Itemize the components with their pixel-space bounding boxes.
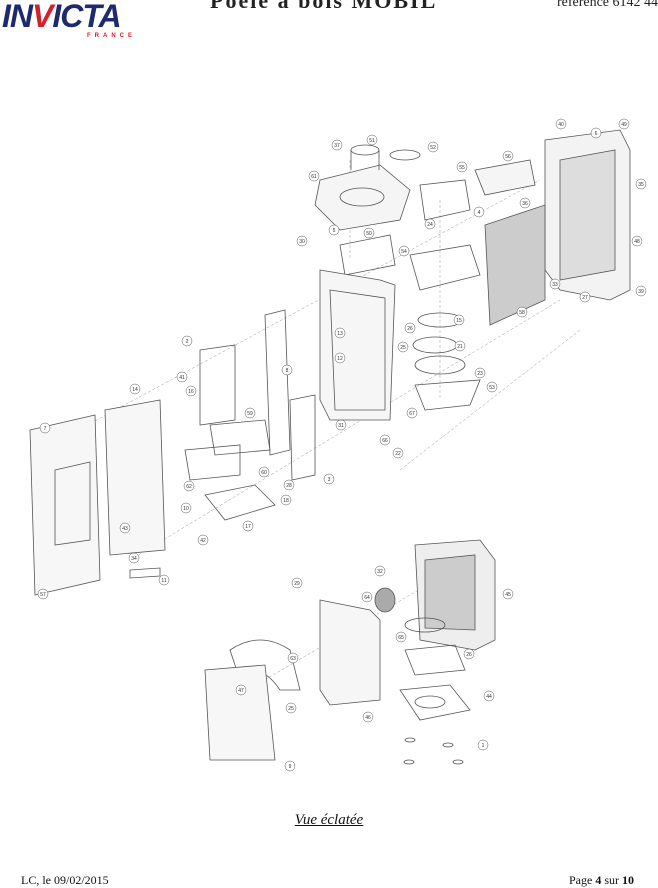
callout-label: 24 [427, 222, 433, 228]
footer-author-date: LC, le 09/02/2015 [21, 873, 109, 887]
callout-label: 22 [395, 451, 401, 457]
logo-text: INVICTA [2, 0, 122, 34]
callout-label: 43 [122, 526, 128, 532]
callout-label: 63 [290, 656, 296, 662]
callout-label: 10 [183, 506, 189, 512]
callout-label: 34 [131, 556, 137, 562]
callout-label: 51 [369, 138, 375, 144]
callout-label: 39 [638, 289, 644, 295]
callout-label: 67 [409, 411, 415, 417]
part-callouts: 37 51 52 61 55 56 36 4 5 50 24 30 54 40 … [37, 118, 647, 772]
callout-label: 8 [286, 368, 289, 374]
callout-label: 26 [407, 326, 413, 332]
callout-label: 5 [333, 228, 336, 234]
callout-label: 29 [294, 581, 300, 587]
callout-label: 9 [289, 764, 292, 770]
callout-label: 58 [519, 310, 525, 316]
callout-label: 14 [132, 387, 138, 393]
callout-label: 54 [401, 249, 407, 255]
callout-label: 3 [328, 477, 331, 483]
callout-label: 42 [200, 538, 206, 544]
callout-label: 11 [161, 578, 166, 584]
callout-label: 56 [505, 154, 511, 160]
callout-label: 4 [478, 210, 481, 216]
callout-label: 30 [299, 239, 305, 245]
callout-label: 26 [466, 652, 472, 658]
callout-label: 46 [365, 715, 371, 721]
callout-label: 2 [186, 339, 189, 345]
callout-label: 40 [558, 122, 564, 128]
diagram-parts [29, 129, 631, 765]
callout-label: 21 [457, 344, 463, 350]
logo-subtext: FRANCE [87, 33, 136, 39]
callout-label: 59 [247, 411, 253, 417]
callout-label: 12 [337, 356, 343, 362]
invicta-logo: INVICTA FRANCE [2, 0, 172, 40]
callout-label: 47 [238, 688, 244, 694]
callout-label: 53 [489, 385, 495, 391]
callout-label: 16 [188, 389, 194, 395]
figure-caption: Vue éclatée [294, 812, 364, 828]
callout-label: 50 [366, 231, 372, 237]
callout-label: 48 [634, 239, 640, 245]
callout-label: 33 [552, 282, 558, 288]
callout-label: 41 [179, 375, 185, 381]
callout-label: 66 [382, 438, 388, 444]
callout-label: 61 [311, 174, 317, 180]
document-reference: référence 6142 44 [556, 0, 658, 10]
callout-label: 49 [621, 122, 627, 128]
callout-label: 25 [288, 706, 294, 712]
callout-label: 23 [477, 371, 483, 377]
callout-label: 55 [459, 165, 465, 171]
callout-label: 25 [400, 345, 406, 351]
callout-label: 18 [283, 498, 289, 504]
callout-label: 37 [334, 143, 340, 149]
callout-label: 44 [486, 694, 492, 700]
callout-label: 62 [186, 484, 192, 490]
callout-label: 1 [482, 743, 485, 749]
callout-label: 15 [456, 318, 462, 324]
callout-label: 36 [522, 201, 528, 207]
callout-label: 27 [582, 295, 588, 301]
exploded-view-diagram: 37 51 52 61 55 56 36 4 5 50 24 30 54 40 … [29, 118, 647, 772]
callout-label: 65 [398, 635, 404, 641]
footer-page-number: Page 4 sur 10 [569, 873, 634, 887]
callout-label: 45 [505, 592, 511, 598]
callout-label: 6 [595, 131, 598, 137]
callout-label: 7 [44, 426, 47, 432]
callout-label: 13 [337, 331, 343, 337]
callout-label: 32 [377, 569, 383, 575]
callout-label: 17 [245, 524, 251, 530]
document-title: Poêle à bois MOBIL [210, 0, 438, 13]
callout-label: 64 [364, 595, 370, 601]
callout-label: 35 [638, 182, 644, 188]
callout-label: 28 [286, 483, 292, 489]
callout-label: 57 [40, 592, 46, 598]
callout-label: 52 [430, 145, 436, 151]
callout-label: 31 [338, 423, 344, 429]
callout-label: 60 [261, 470, 267, 476]
